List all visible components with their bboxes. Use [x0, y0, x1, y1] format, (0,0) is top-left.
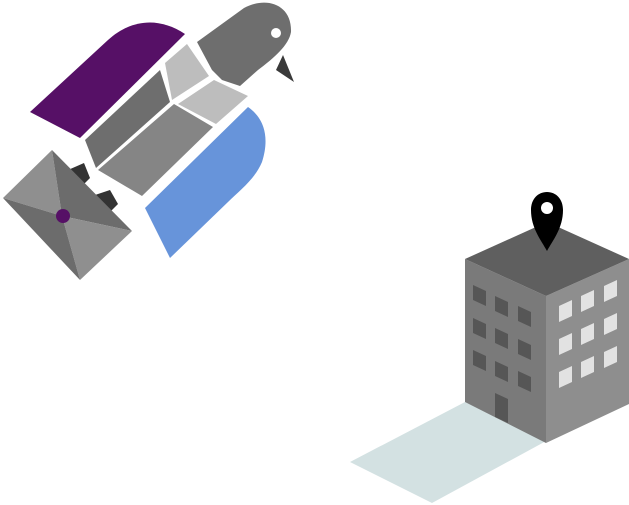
bird-wing-purple	[30, 22, 185, 138]
building-right-windows	[559, 280, 617, 388]
envelope-top	[52, 150, 132, 231]
location-pin-icon	[531, 192, 563, 251]
bird-icon	[30, 2, 294, 258]
bird-wing-blue	[145, 107, 266, 258]
bird-neck-light	[165, 44, 209, 100]
bird-body-upper	[85, 70, 170, 168]
bird-body-lower	[98, 104, 213, 196]
building-door	[495, 393, 508, 423]
building-roof	[465, 222, 629, 296]
bird-beak	[276, 55, 294, 82]
envelope-left	[3, 150, 62, 216]
building-shadow	[350, 402, 548, 503]
envelope-icon	[3, 150, 132, 280]
bird-eye	[271, 28, 281, 38]
bird-chest-light	[178, 80, 248, 124]
building-icon	[350, 192, 629, 503]
bird-head	[197, 2, 292, 87]
building-left-windows	[473, 285, 531, 423]
envelope-seal	[56, 209, 70, 223]
envelope-right	[62, 216, 132, 280]
